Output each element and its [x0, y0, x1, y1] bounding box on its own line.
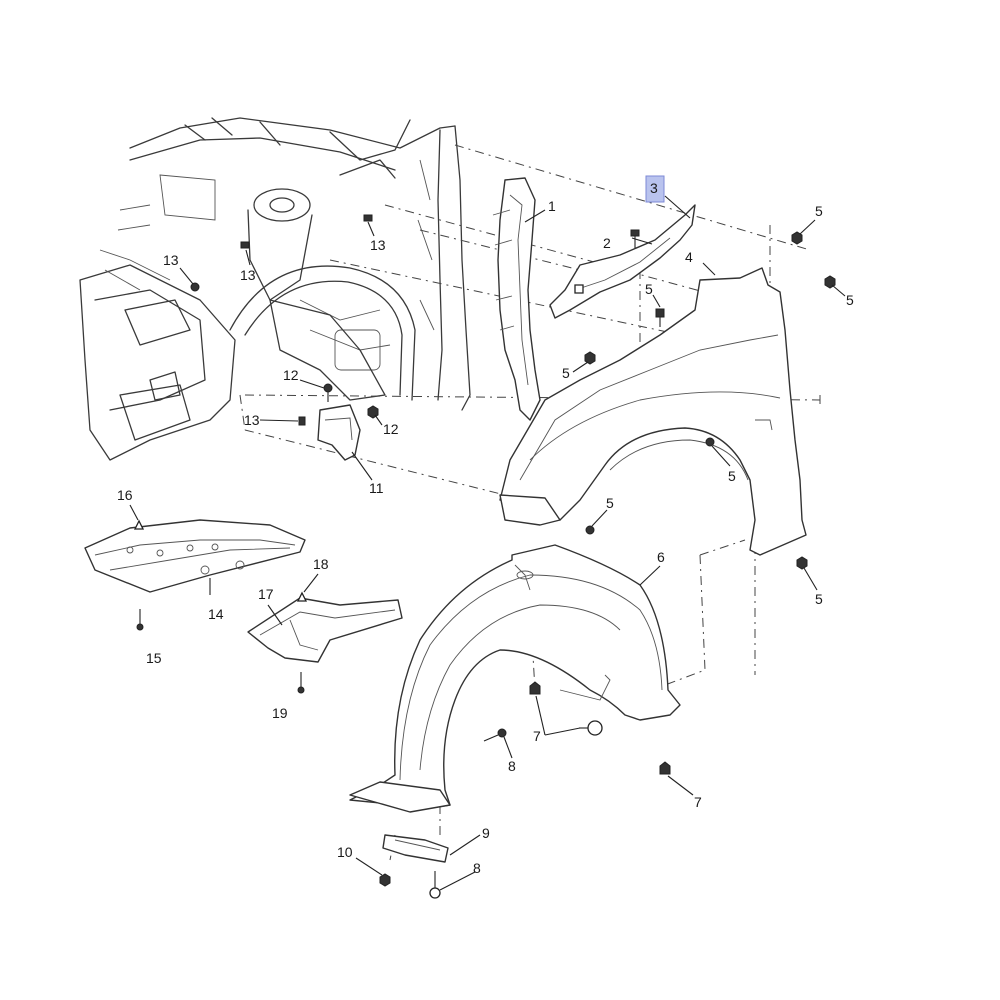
- callout-12-lower: 12: [383, 421, 399, 437]
- callout-5-top-right: 5: [815, 203, 823, 219]
- screw-8-lower: [429, 871, 441, 899]
- clip-15: [136, 609, 144, 631]
- part-3-upper-bracket: [549, 204, 696, 319]
- callout-5-fender-bottom: 5: [606, 495, 614, 511]
- callout-11: 11: [369, 480, 384, 496]
- callout-13-mid: 13: [244, 412, 260, 428]
- clip-7-upper: [529, 681, 541, 695]
- clip-13-upper-left: [240, 241, 250, 249]
- callout-labels: 1 2 3 4 5 5 5 5 5 5 5 6 7 7 8 8 9 10 11 …: [117, 175, 854, 876]
- bolt-2: [630, 229, 640, 248]
- part-14-splash-shield: [84, 519, 306, 593]
- callout-5-left: 5: [562, 365, 570, 381]
- clip-7-lower: [659, 761, 671, 775]
- callout-8-upper: 8: [508, 758, 516, 774]
- fasteners: [133, 214, 836, 899]
- nut-5-top-right: [791, 231, 803, 245]
- callout-16: 16: [117, 487, 133, 503]
- callout-5-fender-mid: 5: [728, 468, 736, 484]
- clip-13-upper-right: [363, 214, 373, 222]
- clip-13-left: [190, 282, 200, 292]
- callout-3-highlight: [645, 175, 665, 203]
- nut-5-fender-rear: [796, 556, 808, 570]
- clip-19: [297, 672, 305, 694]
- clip-18: [296, 591, 308, 602]
- callout-5-mid: 5: [645, 281, 653, 297]
- nut-5-fender-bottom: [585, 525, 595, 535]
- callout-13-upper-left: 13: [240, 267, 256, 283]
- callout-15: 15: [146, 650, 162, 666]
- callout-12-upper: 12: [283, 367, 299, 383]
- clip-7-mid: [579, 720, 603, 736]
- leader-lines: [129, 195, 846, 891]
- part-11-small-bracket: [317, 404, 361, 461]
- part-1-vertical-seal: [492, 177, 541, 421]
- part-17-bracket: [247, 597, 403, 663]
- callout-6: 6: [657, 549, 665, 565]
- bolt-5-mid: [655, 308, 665, 327]
- nut-5-left: [584, 351, 596, 365]
- part-9-lower-bracket: [382, 834, 449, 863]
- callout-7-mid: 7: [533, 728, 541, 744]
- callout-7-lower: 7: [694, 794, 702, 810]
- callout-13-left: 13: [163, 252, 179, 268]
- callout-18: 18: [313, 556, 329, 572]
- callout-1: 1: [548, 198, 556, 214]
- clip-16: [133, 519, 145, 530]
- nut-10: [379, 873, 391, 887]
- part-4-fender: [499, 267, 807, 556]
- bolt-12-upper: [323, 383, 333, 402]
- callout-10: 10: [337, 844, 353, 860]
- part-6-wheelhouse-liner: [349, 544, 681, 813]
- callout-13-upper-right: 13: [370, 237, 386, 253]
- callout-5-right: 5: [846, 292, 854, 308]
- callout-5-fender-rear: 5: [815, 591, 823, 607]
- callout-3: 3: [650, 180, 658, 196]
- callout-4: 4: [685, 249, 693, 265]
- callout-2: 2: [603, 235, 611, 251]
- screw-8-upper: [483, 728, 507, 742]
- callout-19: 19: [272, 705, 288, 721]
- callout-8-lower: 8: [473, 860, 481, 876]
- nut-5-fender-mid: [705, 437, 715, 447]
- front-body-structure: [79, 117, 471, 461]
- clip-13-mid: [298, 416, 306, 426]
- callout-14: 14: [208, 606, 224, 622]
- callout-9: 9: [482, 825, 490, 841]
- callout-17: 17: [258, 586, 274, 602]
